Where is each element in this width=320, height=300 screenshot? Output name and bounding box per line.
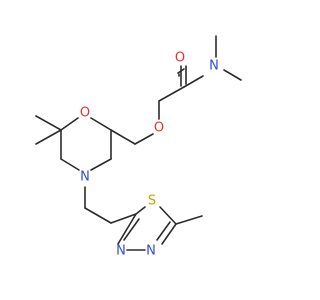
bond-ring-o-c6	[60, 117, 79, 131]
bond-ch2-thiadiazole	[84, 207, 112, 224]
molecule-structure: O N O O N S N N	[35, 35, 242, 259]
atom-thiadiazole-nitrogen-1: N	[146, 244, 156, 259]
bond-ring-c2-o	[90, 117, 112, 131]
atom-ether-oxygen: O	[154, 121, 164, 136]
bond-s-c2	[159, 206, 177, 225]
bond-c2-n3-b	[156, 221, 171, 241]
bond-c2-n3-a	[161, 223, 177, 245]
bond-methyl-left-2	[35, 129, 62, 145]
bond-ch2-ring	[110, 129, 136, 145]
bond-ch2-c5	[110, 213, 137, 224]
bond-methyl-left-1	[35, 115, 62, 131]
atom-ring-nitrogen: N	[80, 170, 90, 185]
bond-c-ch2	[158, 86, 185, 102]
bond-n4-c5-b	[123, 218, 140, 241]
atom-amide-nitrogen: N	[209, 59, 219, 74]
bond-c2-methyl	[175, 215, 203, 225]
molecule-canvas: O N O O N S N N	[35, 35, 242, 259]
atom-thiadiazole-sulfur: S	[148, 194, 156, 209]
atom-amide-oxygen: O	[175, 51, 185, 66]
bond-ring-c5-n	[60, 158, 80, 171]
bond-n-methyl-right	[223, 69, 242, 81]
bond-c5-s	[135, 206, 146, 215]
bond-ring-n-c3	[90, 158, 112, 171]
atom-ring-oxygen: O	[80, 106, 90, 121]
bond-c-n-amide	[183, 75, 204, 88]
atom-thiadiazole-nitrogen-2: N	[116, 244, 126, 259]
bond-o-ch2	[134, 133, 154, 145]
bond-n4-c5-a	[117, 213, 137, 245]
